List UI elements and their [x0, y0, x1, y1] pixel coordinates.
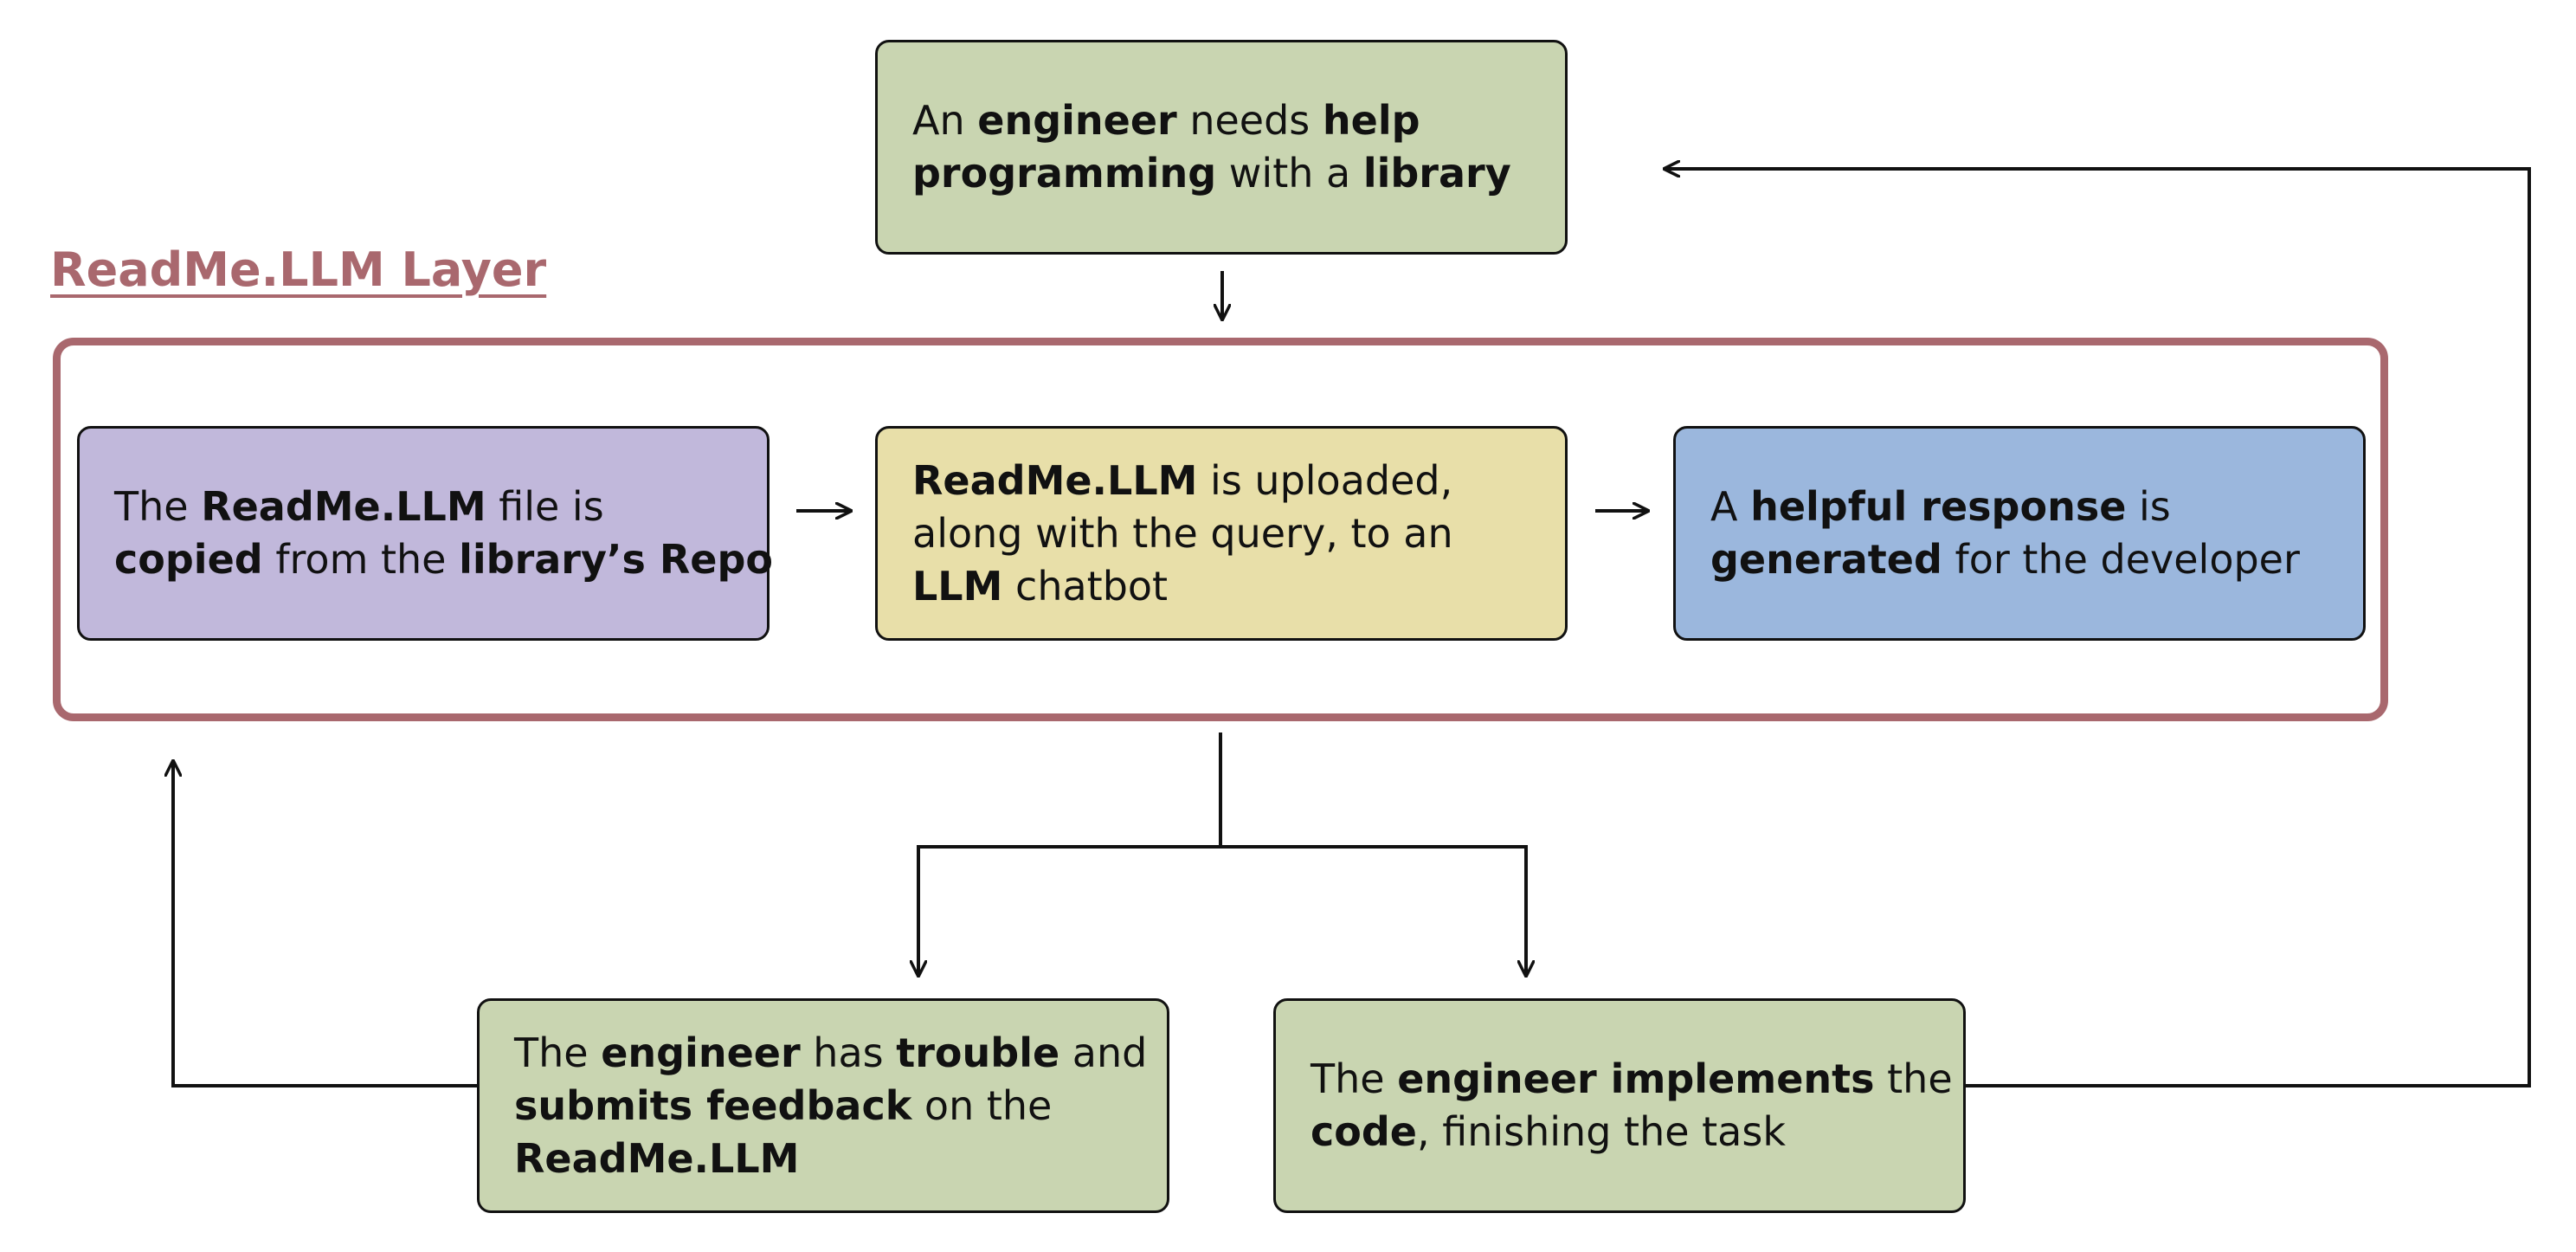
text-run: from the [262, 536, 460, 583]
arrow-feedback-to-layer [173, 760, 477, 1087]
bold-text-run: library’s Repo [459, 536, 773, 583]
bold-text-run: helpful response [1750, 483, 2127, 530]
bold-text-run: LLM [912, 562, 1003, 610]
layer-title: ReadMe.LLM Layer [50, 242, 547, 297]
text-run: A [1710, 483, 1751, 530]
bold-text-run: help [1322, 97, 1420, 144]
text-run: has [800, 1029, 897, 1076]
arrow-split-to-implement [1220, 845, 1526, 977]
bold-text-run: ReadMe.LLM [201, 483, 486, 530]
bold-text-run: code [1311, 1108, 1417, 1155]
text-line: ReadMe.LLM is uploaded, [912, 455, 1453, 507]
text-run: is uploaded, [1197, 456, 1453, 504]
bold-text-run: ReadMe.LLM [912, 456, 1198, 504]
text-line: generated for the developer [1710, 533, 2300, 586]
bold-text-run: programming [912, 150, 1217, 197]
node-readme-uploaded: ReadMe.LLM is uploaded,along with the qu… [875, 426, 1568, 641]
text-run: The [1311, 1055, 1398, 1102]
text-run: with a [1216, 150, 1363, 197]
text-line: along with the query, to an [912, 507, 1453, 560]
text-run: chatbot [1002, 562, 1169, 610]
arrow-implement-to-start [1664, 169, 2531, 1087]
text-line: The engineer implements the [1311, 1053, 1953, 1106]
text-run: is [2126, 483, 2171, 530]
text-run: The [514, 1029, 602, 1076]
bold-text-run: generated [1710, 536, 1942, 583]
text-line: An engineer needs help [912, 94, 1511, 147]
text-run: and [1059, 1029, 1148, 1076]
arrow-split-to-feedback [918, 845, 1220, 977]
text-line: ReadMe.LLM [514, 1133, 1147, 1185]
text-run: on the [911, 1081, 1053, 1129]
text-line: submits feedback on the [514, 1080, 1147, 1133]
bold-text-run: library [1362, 150, 1511, 197]
bold-text-run: engineer [977, 97, 1177, 144]
bold-text-run: trouble [896, 1029, 1060, 1076]
text-run: An [912, 97, 978, 144]
bold-text-run: ReadMe.LLM [514, 1134, 800, 1182]
bold-text-run: engineer implements [1397, 1055, 1875, 1102]
text-run: file is [486, 483, 604, 530]
text-line: programming with a library [912, 147, 1511, 200]
text-run: The [114, 483, 202, 530]
text-line: code, finishing the task [1311, 1106, 1953, 1158]
bold-text-run: submits feedback [514, 1081, 912, 1129]
bold-text-run: engineer [601, 1029, 801, 1076]
text-run: for the developer [1942, 536, 2300, 583]
text-line: The ReadMe.LLM file is [114, 481, 773, 533]
text-line: copied from the library’s Repo [114, 533, 773, 586]
text-line: The engineer has trouble and [514, 1027, 1147, 1080]
node-readme-uploaded-text: ReadMe.LLM is uploaded,along with the qu… [912, 455, 1453, 613]
bold-text-run: copied [114, 536, 263, 583]
text-run: needs [1176, 97, 1323, 144]
text-line: A helpful response is [1710, 481, 2300, 533]
text-run: the [1874, 1055, 1953, 1102]
readme-llm-layer-frame [53, 338, 2388, 721]
text-line: LLM chatbot [912, 560, 1453, 613]
text-run: , finishing the task [1417, 1108, 1786, 1155]
text-run: along with the query, to an [912, 509, 1453, 557]
